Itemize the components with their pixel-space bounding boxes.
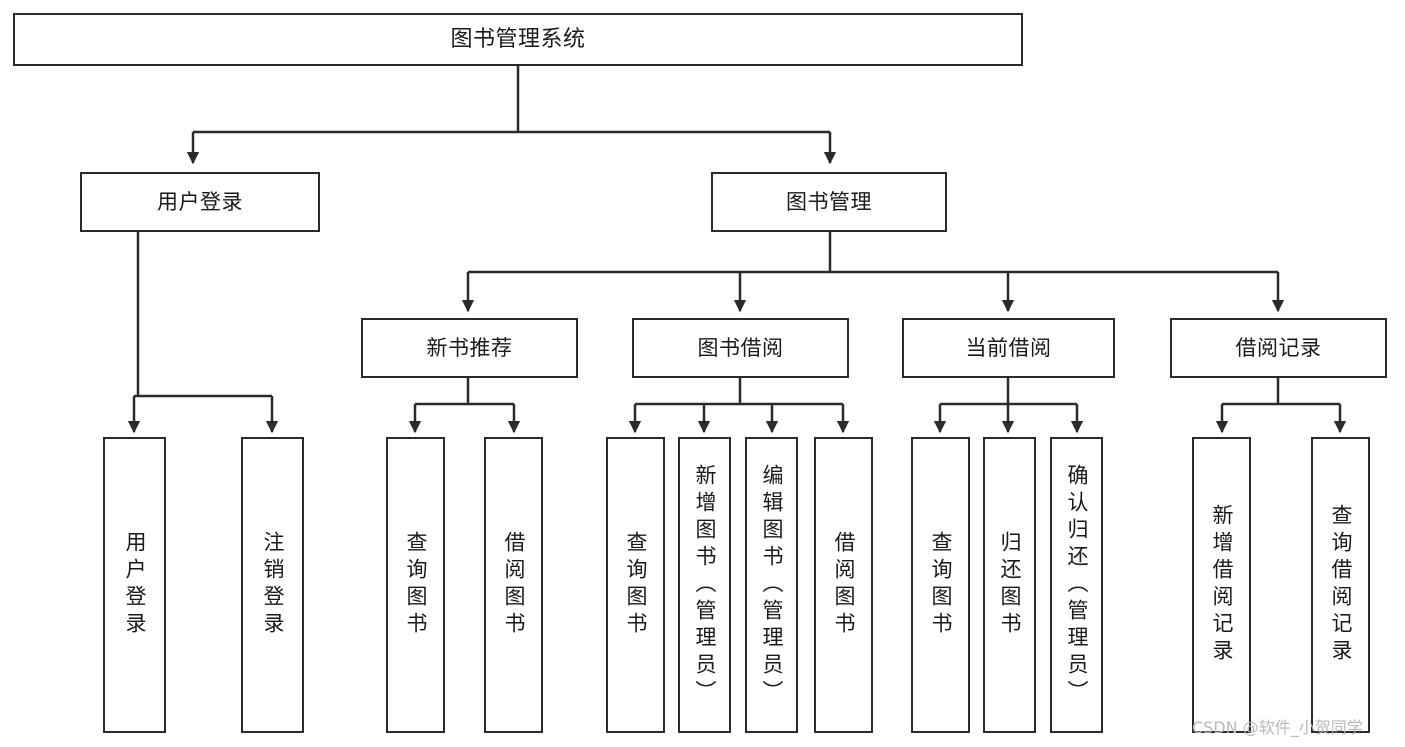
leaf-query-book-current[interactable]: 查询图书 [911,437,970,733]
node-label: 借阅图书 [502,531,526,639]
node-label: 借阅记录 [1235,335,1322,360]
node-label: 查询图书 [929,531,953,639]
node-label: 图书管理 [786,189,872,214]
node-label: 用户登录 [157,189,243,214]
node-label: 查询借阅记录 [1329,504,1353,666]
node-label: 用户登录 [123,531,147,639]
node-label: 新增图书（管理员） [693,463,717,707]
watermark: CSDN @软件_小贺同学 [1192,718,1363,737]
node-root-system[interactable]: 图书管理系统 [13,13,1023,66]
node-label: 新增借阅记录 [1210,504,1234,666]
leaf-user-login[interactable]: 用户登录 [103,437,166,733]
node-label: 确认归还（管理员） [1065,463,1089,707]
node-current-borrow[interactable]: 当前借阅 [902,318,1115,378]
node-book-borrow[interactable]: 图书借阅 [632,318,849,378]
node-label: 注销登录 [261,531,285,639]
leaf-borrow-book[interactable]: 借阅图书 [814,437,873,733]
leaf-add-borrow-record[interactable]: 新增借阅记录 [1192,437,1251,733]
node-user-login[interactable]: 用户登录 [80,172,320,232]
node-label: 当前借阅 [965,335,1052,360]
node-borrow-record[interactable]: 借阅记录 [1170,318,1387,378]
leaf-borrow-book-recommend[interactable]: 借阅图书 [484,437,543,733]
leaf-logout-login[interactable]: 注销登录 [241,437,304,733]
leaf-confirm-return[interactable]: 确认归还（管理员） [1050,437,1103,733]
node-label: 查询图书 [404,531,428,639]
node-label: 查询图书 [624,531,648,639]
leaf-query-book-recommend[interactable]: 查询图书 [386,437,445,733]
leaf-query-book-borrow[interactable]: 查询图书 [606,437,665,733]
node-label: 借阅图书 [832,531,856,639]
leaf-edit-book[interactable]: 编辑图书（管理员） [745,437,798,733]
node-book-manage[interactable]: 图书管理 [711,172,947,232]
node-label: 归还图书 [998,531,1022,639]
leaf-return-book[interactable]: 归还图书 [983,437,1036,733]
node-label: 图书借阅 [697,335,784,360]
node-label: 编辑图书（管理员） [760,463,784,707]
node-new-book-recommend[interactable]: 新书推荐 [361,318,578,378]
leaf-query-borrow-record[interactable]: 查询借阅记录 [1311,437,1370,733]
node-label: 新书推荐 [426,335,513,360]
leaf-add-book[interactable]: 新增图书（管理员） [678,437,731,733]
node-label: 图书管理系统 [450,26,586,52]
